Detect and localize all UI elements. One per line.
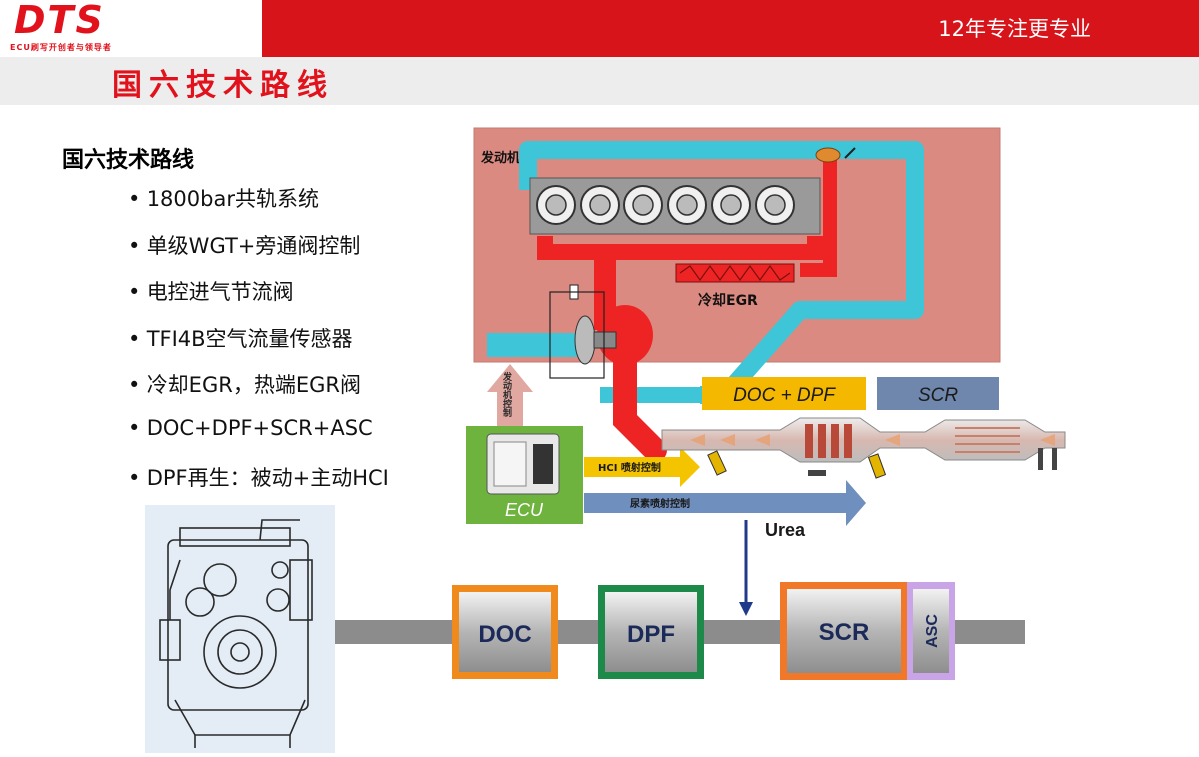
engine-control-arrow: 发动机控制 <box>487 364 533 426</box>
bullet-item: • DOC+DPF+SCR+ASC <box>128 415 373 440</box>
logo: DTS <box>14 0 105 42</box>
doc-unit: DOC <box>452 585 558 679</box>
hci-label: HCI 喷射控制 <box>598 461 661 474</box>
logo-area: DTS ECU刷写开创者与领导者 <box>0 0 262 57</box>
bullet-item: • TFI4B空气流量传感器 <box>128 326 353 351</box>
ecu-label: ECU <box>505 500 544 520</box>
doc-dpf-label: DOC + DPF <box>733 385 836 406</box>
scr-tag: SCR <box>877 377 999 410</box>
doc-label: DOC <box>478 621 531 648</box>
header-red-bar: 12年专注更专业 <box>262 0 1199 57</box>
hci-arrow: HCI 喷射控制 <box>584 447 700 487</box>
asc-unit: ASC <box>907 582 955 680</box>
bullet-item: • 冷却EGR，热端EGR阀 <box>128 373 361 397</box>
egr-label: 冷却EGR <box>698 292 758 309</box>
engine-label: 发动机 <box>480 150 520 166</box>
dpf-label: DPF <box>627 621 675 648</box>
engine-control-label: 发动机控制 <box>501 371 513 418</box>
top-header: DTS ECU刷写开创者与领导者 12年专注更专业 <box>0 0 1199 57</box>
asc-label: ASC <box>924 614 941 648</box>
urea-arrow <box>739 520 753 616</box>
engine-illustration <box>145 505 335 753</box>
engine-system-box: 发动机 冷却EGR <box>473 127 1001 462</box>
bullet-item: • 电控进气节流阀 <box>128 280 294 304</box>
dpf-unit: DPF <box>598 585 704 679</box>
section-heading: 国六技术路线 <box>62 148 195 173</box>
urea-label: Urea <box>765 520 806 540</box>
exhaust-pipe <box>661 417 1066 479</box>
urea-control-arrow: 尿素喷射控制 <box>584 480 866 526</box>
urea-control-label: 尿素喷射控制 <box>630 497 690 510</box>
scr-unit: SCR <box>780 582 908 680</box>
bullet-item: • 1800bar共轨系统 <box>128 187 319 211</box>
page-title: 国六技术路线 <box>112 68 334 103</box>
scr-tag-label: SCR <box>918 385 958 406</box>
header-slogan: 12年专注更专业 <box>938 17 1091 41</box>
bullet-item: • DPF再生：被动+主动HCI <box>128 466 389 490</box>
title-bar <box>0 57 1199 105</box>
logo-tagline: ECU刷写开创者与领导者 <box>10 43 112 52</box>
bullet-item: • 单级WGT+旁通阀控制 <box>128 233 361 258</box>
scr-label: SCR <box>819 619 870 646</box>
bullet-list: • 1800bar共轨系统 • 单级WGT+旁通阀控制 • 电控进气节流阀 • … <box>128 183 389 509</box>
ecu-box: ECU <box>466 426 583 524</box>
doc-dpf-tag: DOC + DPF <box>702 377 866 410</box>
